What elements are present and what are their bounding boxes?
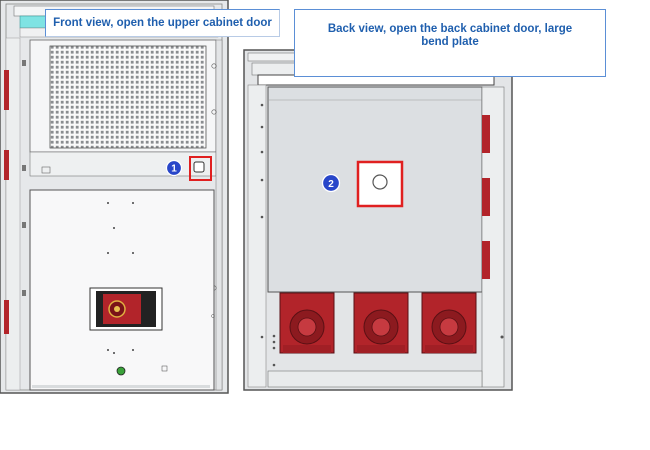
front-left-latch-2: [22, 165, 26, 171]
front-view-caption-text: Front view, open the upper cabinet door: [53, 16, 272, 29]
front-right-rail: [215, 39, 223, 391]
front-door-dot-1: [107, 202, 109, 204]
back-view-caption: Back view, open the back cabinet door, l…: [294, 9, 606, 77]
back-left-screw-7: [273, 334, 276, 338]
back-left-screw-4: [261, 178, 264, 182]
front-door-dot-7: [132, 349, 134, 351]
back-right-red-accent-1: [482, 115, 491, 153]
cable-hole-icon: [372, 174, 389, 190]
front-door-dot-2: [132, 202, 134, 204]
front-door-dot-4: [107, 252, 109, 254]
back-view-cabinet-drawing: 2: [243, 49, 514, 391]
back-right-red-accent-2: [482, 178, 491, 216]
front-door-dot-3: [113, 227, 115, 229]
front-left-red-accent-1: [4, 70, 9, 110]
marker-2-label: 2: [329, 179, 335, 190]
marker-1-label: 1: [171, 164, 177, 175]
back-left-screw-1: [261, 103, 264, 107]
front-door-hinge-dot: [211, 314, 215, 318]
copper-terminal-2: [353, 292, 409, 354]
front-left-column: [5, 37, 21, 391]
front-highlight-box: [189, 156, 212, 181]
back-right-red-accent-3: [482, 241, 491, 279]
front-left-latch-4: [22, 290, 26, 296]
back-left-screw-2: [261, 125, 264, 129]
front-mid-rail-tag: [41, 166, 51, 174]
back-bottom-rail: [268, 370, 483, 388]
back-left-screw-10: [273, 363, 276, 367]
front-door-dot-8: [113, 352, 115, 354]
front-view-caption: Front view, open the upper cabinet door: [45, 9, 280, 37]
front-left-latch-3: [22, 222, 26, 228]
back-left-screw-9: [273, 346, 276, 350]
front-perforated-panel: [49, 45, 207, 149]
front-door-dot-6: [107, 349, 109, 351]
rotary-switch-center: [114, 306, 120, 312]
front-socket-icon: [193, 161, 205, 173]
front-right-screw-2: [211, 109, 217, 115]
front-right-screw-1: [211, 63, 217, 69]
front-door-dot-5: [132, 252, 134, 254]
back-left-screw-3: [261, 150, 264, 154]
back-right-column: [482, 86, 505, 388]
marker-2-circle: [322, 173, 341, 193]
back-left-column: [248, 84, 267, 388]
indicator-light-icon: [116, 366, 126, 376]
back-view-caption-text: Back view, open the back cabinet door, l…: [327, 23, 573, 48]
front-view-cabinet-drawing: 1: [0, 0, 229, 394]
back-left-screw-8: [273, 340, 276, 344]
back-right-screw: [500, 335, 504, 339]
front-bottom-lip: [32, 385, 210, 388]
copper-terminal-1: [279, 292, 335, 354]
front-mid-rail: [29, 151, 217, 177]
back-left-screw-5: [261, 215, 264, 219]
marker-1-circle: [165, 159, 183, 177]
front-door-small-square: [161, 365, 168, 372]
front-left-red-accent-3: [4, 300, 9, 334]
copper-terminal-3: [421, 292, 477, 354]
front-left-latch-1: [22, 60, 26, 66]
front-left-red-accent-2: [4, 150, 9, 180]
back-left-screw-6: [261, 335, 264, 339]
